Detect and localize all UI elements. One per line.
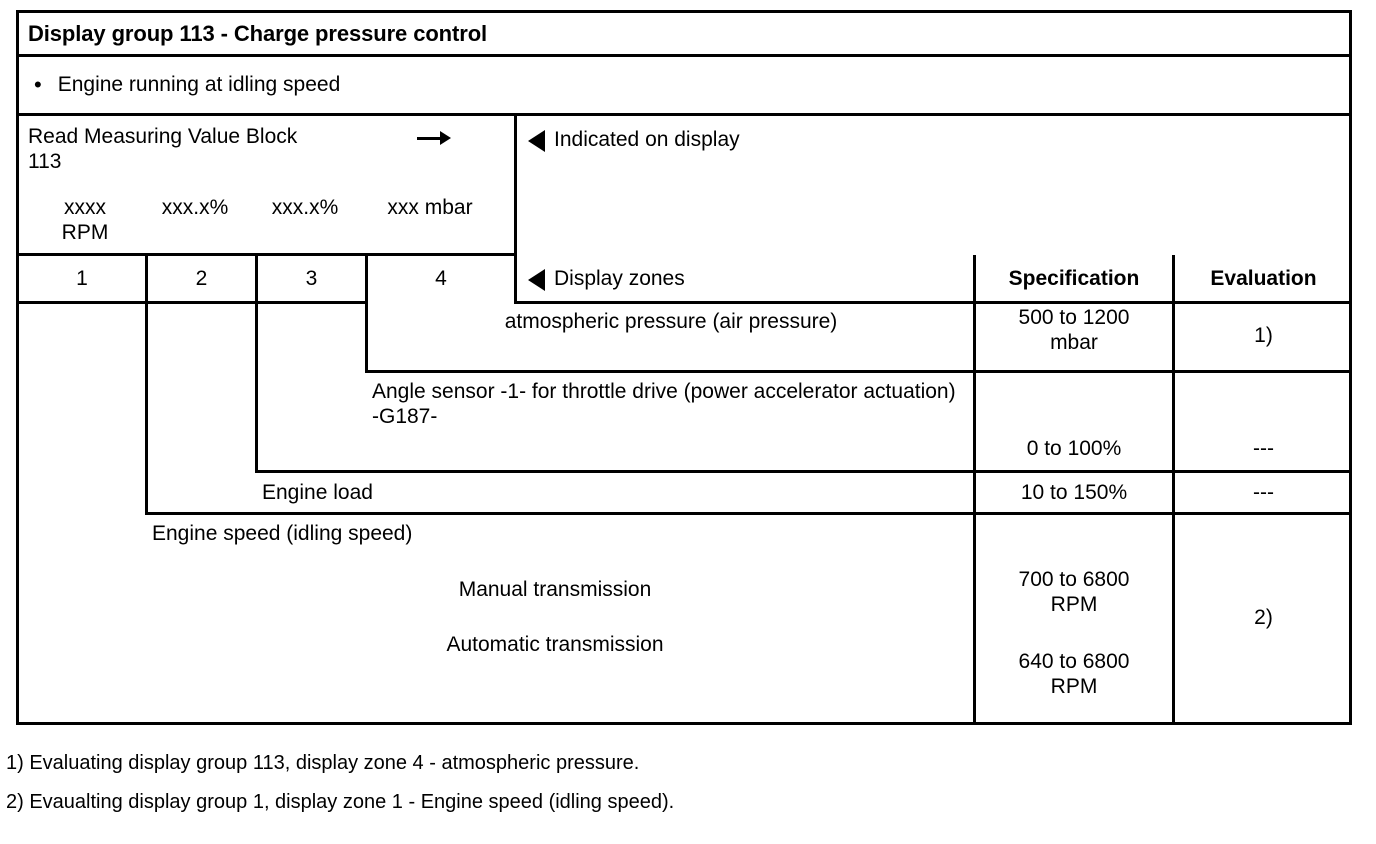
footnote-2: 2) Evaualting display group 1, display z… [6,791,674,814]
table-left-border [16,10,19,725]
engine-speed-text: Engine speed (idling speed) [152,522,413,545]
engine-load-eval-text: --- [1253,480,1274,504]
zone-number-4-text: 4 [435,266,447,290]
atmospheric-row-bottom-border [365,370,1352,373]
zone-2-column-divider [255,255,258,473]
automatic-transmission-text: Automatic transmission [446,633,664,656]
display-zones-text: Display zones [554,266,685,290]
specification-column-header: Specification [976,257,1172,301]
atmospheric-pressure-eval-text: 1) [1254,323,1273,347]
row-automatic-transmission-specification: 640 to 6800 RPM [976,650,1172,710]
row-atmospheric-pressure-specification: 500 to 1200 mbar [976,306,1172,368]
row-engine-speed-description: Engine speed (idling speed) [152,522,852,558]
table-bottom-border [16,722,1352,725]
atmospheric-pressure-spec-text: 500 to 1200 mbar [1018,306,1130,354]
measuring-value-zone-3-line1: xxx.x% [271,196,339,219]
row-engine-load-specification: 10 to 150% [976,474,1172,512]
arrow-right-icon [417,128,451,148]
zone-number-1: 1 [19,257,145,301]
measuring-value-zone-1-line2: RPM [61,220,109,244]
table-right-border [1349,10,1352,725]
zone-number-2-text: 2 [195,266,208,290]
row-angle-sensor-description: Angle sensor -1- for throttle drive (pow… [372,380,967,450]
page-title: Display group 113 - Charge pressure cont… [28,14,1028,54]
measuring-value-zone-4: xxx mbar [360,196,500,246]
zone-3-column-divider [365,255,368,373]
measuring-value-zone-2: xxx.x% [140,196,250,246]
zone-number-row-divider [16,301,368,304]
row-engine-speed-evaluation: 2) [1175,515,1352,722]
angle-sensor-text: Angle sensor -1- for throttle drive (pow… [372,380,956,428]
indicated-on-display-annotation: Indicated on display [528,128,1028,168]
row-manual-transmission-specification: 700 to 6800 RPM [976,568,1172,628]
measuring-value-zone-1-line1: xxxx [64,196,106,219]
manual-transmission-spec-text: 700 to 6800 RPM [1018,568,1130,616]
measuring-block-bottom-border [16,253,517,256]
precondition-row-divider [16,113,1352,116]
arrow-right-icon-wrap [417,128,467,158]
footnote-2-text: 2) Evaualting display group 1, display z… [6,791,675,813]
specification-header-text: Specification [1008,266,1140,290]
measuring-value-placeholders: xxxx RPM xxx.x% xxx.x% xxx mbar [30,196,510,246]
engine-load-row-bottom-border [145,512,1352,515]
measuring-value-zone-2-line1: xxx.x% [161,196,229,219]
zone-1-column-divider [145,255,148,515]
measuring-value-zone-3: xxx.x% [250,196,360,246]
row-engine-load-evaluation: --- [1175,474,1352,512]
precondition-row: • Engine running at idling speed [28,58,1028,113]
engine-load-text: Engine load [262,480,373,504]
zone-number-4: 4 [368,257,514,301]
row-engine-load-description: Engine load [262,474,962,512]
zone-number-3: 3 [258,257,365,301]
angle-sensor-eval-text: --- [1253,437,1274,461]
bullet-icon: • [34,72,42,98]
atmospheric-pressure-text: atmospheric pressure (air pressure) [504,310,838,333]
display-zones-annotation: Display zones [528,257,958,301]
zone-number-3-text: 3 [305,266,318,290]
specification-column-divider [973,255,976,725]
measuring-block-right-divider [514,113,517,304]
read-measuring-value-block-command: Read Measuring Value Block 113 [28,125,448,195]
mvb-command-line-2: 113 [28,149,62,173]
footnote-1-text: 1) Evaluating display group 113, display… [6,752,640,774]
footnote-1: 1) Evaluating display group 113, display… [6,752,639,775]
mvb-command-line-1: Read Measuring Value Block [28,125,298,148]
row-angle-sensor-specification: 0 to 100% [976,380,1172,462]
title-row-divider [16,54,1352,57]
zone-number-2: 2 [148,257,255,301]
manual-transmission-text: Manual transmission [458,578,652,601]
engine-load-spec-text: 10 to 150% [1020,480,1128,504]
engine-speed-eval-text: 2) [1254,606,1273,630]
table-top-border [16,10,1352,13]
automatic-transmission-spec-text: 640 to 6800 RPM [1018,650,1130,698]
angle-sensor-spec-text: 0 to 100% [1026,437,1122,461]
row-atmospheric-pressure-description: atmospheric pressure (air pressure) [372,310,970,366]
evaluation-column-divider [1172,255,1175,725]
zone-number-1-text: 1 [76,266,88,290]
row-atmospheric-pressure-evaluation: 1) [1175,304,1352,368]
evaluation-column-header: Evaluation [1175,257,1352,301]
measuring-value-zone-1: xxxx RPM [30,196,140,246]
display-zones-row-divider [514,301,1352,304]
measuring-value-zone-4-line1: xxx mbar [387,196,473,219]
page-title-text: Display group 113 - Charge pressure cont… [28,21,488,47]
row-manual-transmission-label: Manual transmission [240,578,870,610]
precondition-text: Engine running at idling speed [57,73,341,97]
angle-sensor-row-bottom-border [255,470,1352,473]
evaluation-header-text: Evaluation [1210,266,1317,290]
row-angle-sensor-evaluation: --- [1175,380,1352,462]
row-automatic-transmission-label: Automatic transmission [240,633,870,665]
indicated-on-display-text: Indicated on display [554,128,740,151]
triangle-left-icon [528,130,545,153]
triangle-left-icon [528,268,545,291]
